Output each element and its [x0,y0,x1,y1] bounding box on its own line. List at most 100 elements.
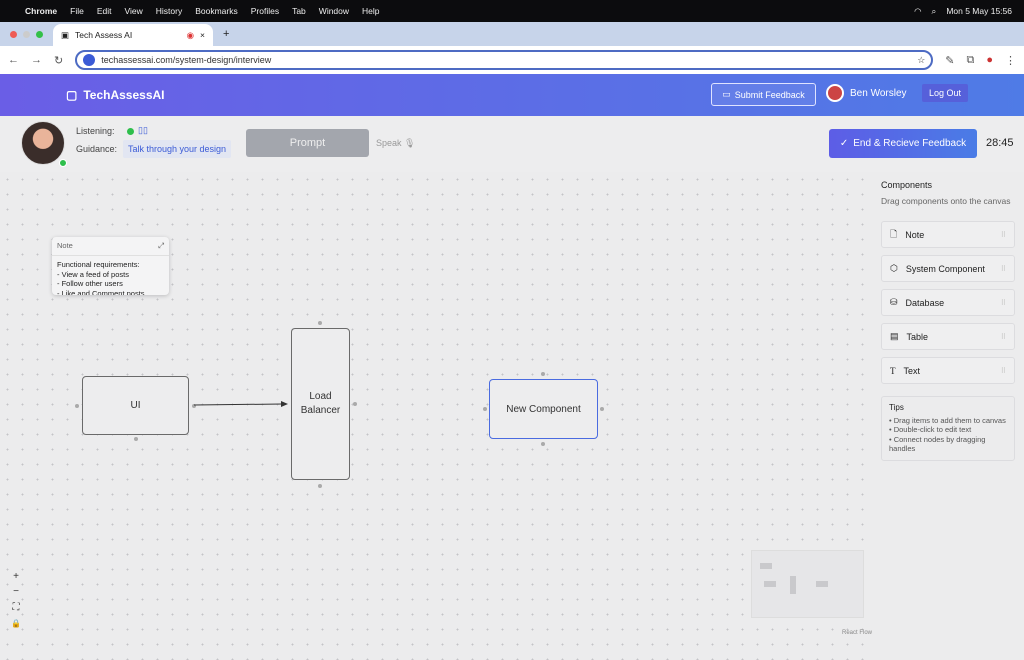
sidebar-subtitle: Drag components onto the canvas [881,196,1011,206]
back-icon[interactable]: ← [8,54,19,66]
listening-label: Listening: [76,126,115,136]
menu-profiles[interactable]: Profiles [250,6,280,16]
node-load-balancer[interactable]: Load Balancer [291,328,350,480]
search-icon[interactable]: ⌕ [931,5,937,16]
react-flow-attribution[interactable]: React Flow [842,630,873,636]
note-body[interactable]: Functional requirements: - View a feed o… [57,260,145,295]
menu-history[interactable]: History [155,6,183,16]
more-icon[interactable]: ⋮ [1005,54,1016,67]
component-label: System Component [905,263,985,274]
component-note[interactable]: 🗋Note⠿ [881,221,1015,248]
edge-ui-lb [193,403,283,406]
wifi-icon[interactable]: ◠ [914,5,922,16]
tip: • Drag items to add them to canvas [889,415,1006,425]
handle[interactable] [541,442,545,446]
user-menu[interactable]: Ben Worsley [826,84,907,102]
lock-button[interactable]: 🔒 [11,618,21,628]
submit-feedback-label: Submit Feedback [734,89,805,100]
handle[interactable] [192,404,196,408]
expand-icon[interactable]: ⤢ [158,241,164,250]
user-name: Ben Worsley [850,87,907,99]
component-database[interactable]: ⛁Database⠿ [881,289,1015,316]
check-icon: ✓ [839,138,849,149]
mac-menubar: Chrome File Edit View History Bookmarks … [0,0,1024,22]
menu-window[interactable]: Window [318,6,350,16]
handle[interactable] [75,404,79,408]
menu-file[interactable]: File [70,6,84,16]
avatar [826,84,844,102]
guidance-text: Talk through your design [123,140,232,158]
handle[interactable] [318,484,322,488]
handle[interactable] [353,402,357,406]
zoom-window-button[interactable] [36,30,43,38]
node-label: New Component [506,403,581,415]
components-sidebar: Components Drag components onto the canv… [872,172,1024,660]
arrowhead [281,401,288,407]
node-ui[interactable]: UI [82,376,189,435]
new-tab-button[interactable]: + [223,28,230,40]
end-feedback-button[interactable]: ✓ End & Recieve Feedback [829,129,977,158]
close-tab-icon[interactable]: × [200,30,205,40]
minimap-node [790,576,796,594]
online-indicator [59,159,67,167]
url-text: techassessai.com/system-design/interview [101,55,272,65]
submit-feedback-button[interactable]: ▭Submit Feedback [711,83,816,106]
menu-bookmarks[interactable]: Bookmarks [195,6,238,16]
close-window-button[interactable] [10,30,17,38]
design-canvas[interactable]: Note⤢ Functional requirements: - View a … [0,172,872,660]
brand-logo[interactable]: ▢TechAssessAI [66,88,165,102]
text-icon: T [890,365,896,376]
tips-panel: Tips • Drag items to add them to canvas … [881,396,1015,461]
interview-toolbar: Listening: ▯▯ Guidance: Talk through you… [0,116,1024,172]
handle[interactable] [541,372,545,376]
node-label: UI [130,400,141,411]
node-new-component[interactable]: New Component [489,379,598,439]
menu-view[interactable]: View [124,6,143,16]
star-icon[interactable]: ☆ [917,54,926,65]
note-node[interactable]: Note⤢ Functional requirements: - View a … [52,237,169,295]
puzzle-icon[interactable]: ⧉ [966,53,975,66]
prompt-button[interactable]: Prompt [246,129,369,157]
tab-strip: ▣Tech Assess AI◉× + [0,22,1024,46]
tips-title: Tips [889,403,904,412]
zoom-out-button[interactable]: − [13,585,19,597]
handle[interactable] [134,437,138,441]
listening-indicator [127,128,134,135]
component-system[interactable]: ⬡System Component⠿ [881,255,1015,282]
menu-app[interactable]: Chrome [25,6,58,16]
handle[interactable] [600,407,604,411]
minimize-window-button[interactable] [23,30,30,38]
speak-button[interactable]: Speak 🎙 [376,138,415,149]
recording-icon: ◉ [186,29,195,40]
extension-icon[interactable]: ✎ [945,54,955,67]
logout-button[interactable]: Log Out [922,84,969,102]
url-field[interactable]: techassessai.com/system-design/interview… [75,50,934,70]
guidance-label: Guidance: [76,144,118,154]
fit-view-button[interactable]: ⛶ [12,601,20,613]
end-feedback-label: End & Recieve Feedback [853,138,967,149]
clock[interactable]: Mon 5 May 15:56 [946,6,1012,16]
menu-edit[interactable]: Edit [96,6,112,16]
interviewer-avatar [21,121,65,165]
minimap[interactable] [751,550,864,618]
component-table[interactable]: ▤Table⠿ [881,323,1015,350]
forward-icon[interactable]: → [31,54,42,66]
brand-name: TechAssessAI [83,88,165,102]
handle[interactable] [318,321,322,325]
reload-icon[interactable]: ↻ [54,54,64,67]
profile-icon[interactable]: ● [986,54,993,66]
minimap-note [760,563,772,569]
zoom-in-button[interactable]: + [13,570,19,582]
component-label: Note [905,229,925,240]
site-icon [83,54,96,66]
tab-tech-assess[interactable]: ▣Tech Assess AI◉× [53,24,213,46]
menu-help[interactable]: Help [362,6,380,16]
drag-handle-icon: ⠿ [1000,231,1006,239]
drag-handle-icon: ⠿ [1000,265,1006,273]
handle[interactable] [483,407,487,411]
favicon-icon: ▣ [61,29,70,40]
address-bar-row: ← → ↻ techassessai.com/system-design/inter… [0,46,1024,74]
menu-tab[interactable]: Tab [292,6,306,16]
speak-label: Speak [376,138,402,148]
